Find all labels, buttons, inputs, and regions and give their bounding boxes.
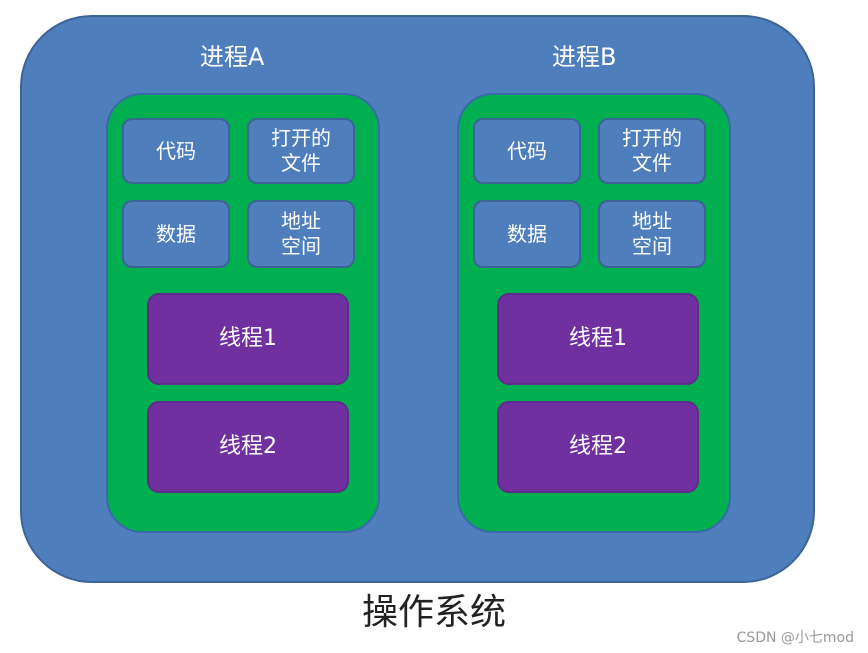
process-a-open-files-block: 打开的 文件 — [247, 118, 355, 184]
process-a-thread-1: 线程1 — [147, 293, 349, 385]
process-b-code-block: 代码 — [473, 118, 581, 184]
process-a-title: 进程A — [200, 43, 265, 71]
process-b-title: 进程B — [552, 43, 617, 71]
process-a-data-block: 数据 — [122, 200, 230, 268]
process-b-address-space-block: 地址 空间 — [598, 200, 706, 268]
process-a-code-block: 代码 — [122, 118, 230, 184]
process-b-thread-1: 线程1 — [497, 293, 699, 385]
operating-system-label: 操作系统 — [361, 592, 506, 633]
process-b-data-block: 数据 — [473, 200, 581, 268]
process-a-thread-2: 线程2 — [147, 401, 349, 493]
process-b-thread-2: 线程2 — [497, 401, 699, 493]
process-a-address-space-block: 地址 空间 — [247, 200, 355, 268]
process-b-open-files-block: 打开的 文件 — [598, 118, 706, 184]
watermark: CSDN @小七mod — [736, 630, 854, 646]
